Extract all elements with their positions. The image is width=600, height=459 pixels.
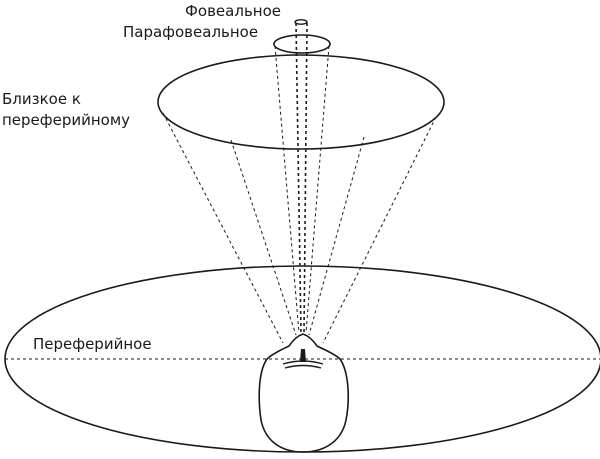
cone-line-foveal-right [303,22,308,334]
label-parafoveal: Парафовеальное [123,23,259,41]
parafoveal-zone-ellipse [273,34,331,54]
cone-line-outer-right [322,116,437,344]
cone-line-parafoveal-left [274,45,300,334]
label-foveal: Фовеальное [185,2,281,20]
cone-line-outer-left [162,112,284,344]
label-near-peripheral: Близкое к переферийному [2,89,130,131]
cone-line-inner-left [230,139,297,336]
near-peripheral-zone-ellipse [157,54,445,150]
head-outline [258,333,350,453]
cone-line-foveal-left [295,22,302,334]
label-peripheral: Переферийное [33,335,152,353]
nose-marker [300,349,306,362]
label-near-peripheral-line1: Близкое к [2,90,81,108]
brow-line-upper [282,360,324,365]
label-near-peripheral-line2: переферийному [2,111,131,129]
brow-line-lower [284,364,322,369]
cone-line-parafoveal-right [305,45,330,334]
cone-line-inner-right [308,136,365,336]
foveal-zone-ellipse [294,19,308,25]
